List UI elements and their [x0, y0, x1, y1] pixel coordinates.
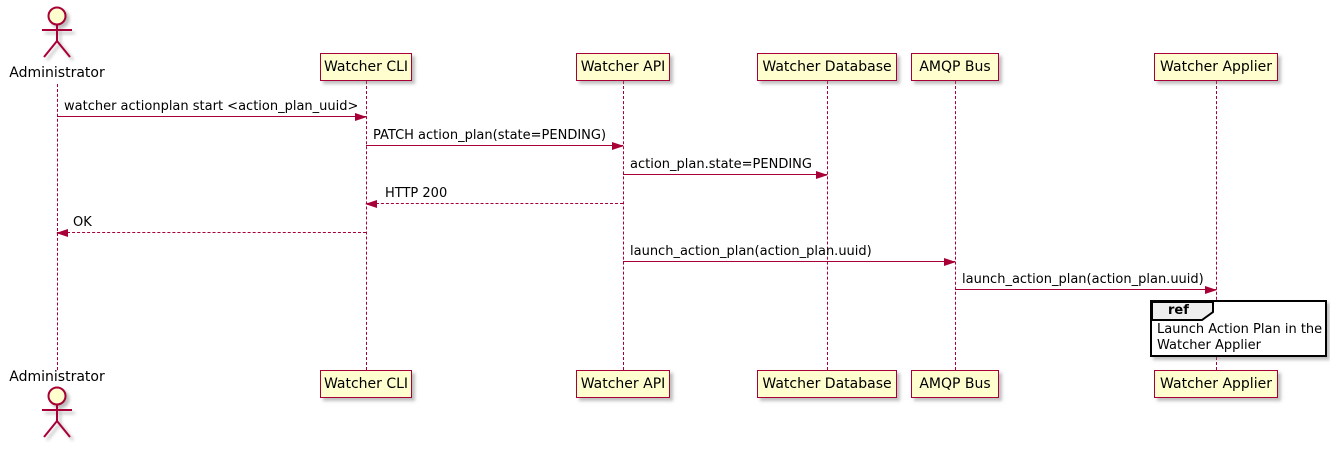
ref-text-line1: Launch Action Plan in the: [1157, 322, 1323, 337]
lifeline-amqp-bus: [955, 81, 956, 370]
actor-label-administrator-top: Administrator: [9, 65, 105, 81]
ref-pentagon-icon: [1151, 301, 1214, 321]
message-launch-action-plan-amqp: launch_action_plan(action_plan.uuid): [623, 244, 956, 266]
message-patch-action-plan: PATCH action_plan(state=PENDING): [366, 128, 624, 150]
arrowhead-right-icon: [816, 171, 828, 179]
participant-watcher-api-top: Watcher API: [576, 53, 670, 81]
participant-watcher-cli-top: Watcher CLI: [320, 53, 412, 81]
actor-label-administrator-bottom: Administrator: [9, 369, 105, 385]
arrowhead-right-icon: [1205, 286, 1217, 294]
participant-watcher-applier-bottom: Watcher Applier: [1154, 370, 1278, 398]
message-label: action_plan.state=PENDING: [630, 157, 812, 172]
arrowhead-right-icon: [355, 113, 367, 121]
ref-text: Launch Action Plan in the Watcher Applie…: [1157, 322, 1322, 354]
lifeline-watcher-cli: [366, 81, 367, 370]
ref-text-line2: Watcher Applier: [1157, 338, 1261, 353]
message-launch-action-plan-applier: launch_action_plan(action_plan.uuid): [955, 272, 1217, 294]
lifeline-administrator: [57, 84, 58, 370]
message-label: PATCH action_plan(state=PENDING): [373, 128, 607, 143]
ref-fragment: ref Launch Action Plan in the Watcher Ap…: [1150, 300, 1327, 357]
participant-watcher-cli-bottom: Watcher CLI: [320, 370, 412, 398]
arrowhead-left-icon: [365, 200, 377, 208]
arrowhead-left-icon: [56, 229, 68, 237]
message-label: launch_action_plan(action_plan.uuid): [630, 244, 872, 259]
message-ok: OK: [56, 215, 366, 237]
administrator-actor-icon: [42, 386, 72, 438]
message-label: watcher actionplan start <action_plan_uu…: [64, 99, 359, 114]
participant-watcher-database-top: Watcher Database: [757, 53, 897, 81]
lifeline-watcher-api: [623, 81, 624, 370]
participant-amqp-bus-top: AMQP Bus: [911, 53, 999, 81]
message-start-actionplan: watcher actionplan start <action_plan_uu…: [57, 99, 367, 121]
message-label: launch_action_plan(action_plan.uuid): [962, 272, 1204, 287]
message-label: OK: [73, 215, 92, 230]
lifeline-watcher-applier: [1216, 81, 1217, 370]
ref-keyword: ref: [1168, 303, 1189, 318]
arrowhead-right-icon: [944, 258, 956, 266]
participant-watcher-applier-top: Watcher Applier: [1154, 53, 1278, 81]
message-action-plan-state-pending: action_plan.state=PENDING: [623, 157, 828, 179]
arrowhead-right-icon: [612, 142, 624, 150]
message-http-200: HTTP 200: [365, 186, 623, 208]
participant-amqp-bus-bottom: AMQP Bus: [911, 370, 999, 398]
message-label: HTTP 200: [385, 186, 448, 201]
participant-watcher-api-bottom: Watcher API: [576, 370, 670, 398]
participant-watcher-database-bottom: Watcher Database: [757, 370, 897, 398]
administrator-actor-icon: [42, 6, 72, 58]
lifeline-watcher-database: [827, 81, 828, 370]
